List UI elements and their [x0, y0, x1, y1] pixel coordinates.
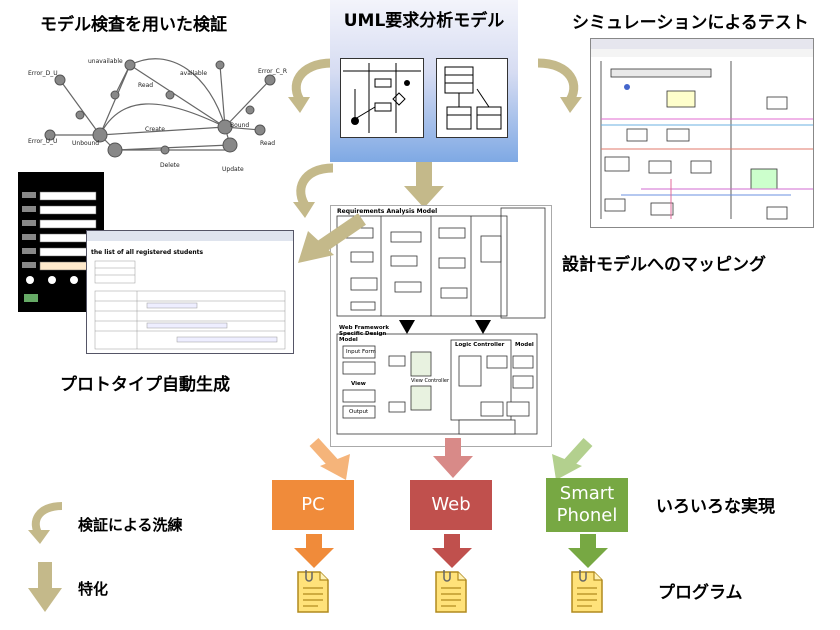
graph-node-label: unavailable — [88, 58, 123, 65]
legend-specialize-label: 特化 — [78, 580, 109, 598]
graph-node-label: Read — [260, 140, 275, 147]
state-graph: Error_D_U unavailable Read available Err… — [28, 58, 287, 173]
design-lower-title: Web Framework Specific Design Model — [339, 325, 389, 343]
target-smartphone: Smart Phonel — [546, 478, 628, 532]
legend-specialize-icon — [28, 562, 62, 612]
web-prototype-window: the list of all registered students — [86, 230, 294, 354]
arrow-phone-program — [568, 534, 608, 568]
design-model-diagram: Requirements Analysis Model — [330, 205, 552, 447]
legend-refine-icon — [28, 502, 63, 544]
legend-refine-label: 検証による洗練 — [78, 516, 183, 534]
label-design-mapping: 設計モデルへのマッピング — [562, 255, 766, 275]
graph-node-label: Read — [138, 82, 153, 89]
document-icon — [297, 570, 329, 613]
arrow-to-web — [433, 438, 473, 478]
refine-arrow-left — [288, 58, 333, 113]
graph-node-label: Error_C_R — [258, 68, 287, 75]
document-icon — [435, 570, 467, 613]
specialize-arrow-main — [404, 162, 444, 208]
graph-node-label: Create — [145, 126, 165, 133]
graph-node-label: available — [180, 70, 207, 77]
graph-node-label: Delete — [160, 162, 180, 169]
target-web: Web — [410, 480, 492, 530]
arrow-to-phone — [552, 437, 593, 480]
label-various-impl: いろいろな実現 — [656, 497, 775, 517]
label-prototype-gen: プロトタイプ自動生成 — [60, 375, 230, 395]
graph-node-label: Update — [222, 166, 244, 173]
refine-arrow-right — [537, 58, 582, 113]
prototype-heading: the list of all registered students — [91, 249, 204, 256]
model-title: Model — [515, 342, 534, 348]
view-controller-label: View Controller — [411, 378, 450, 384]
label-uml-model: UML要求分析モデル — [343, 11, 505, 31]
label-simulation-test: シミュレーションによるテスト — [572, 13, 809, 33]
uml-model-panel: UML要求分析モデル — [330, 0, 518, 162]
graph-node-label: Unbound — [72, 140, 99, 147]
target-pc: PC — [272, 480, 354, 530]
logic-controller-title: Logic Controller — [455, 342, 505, 348]
arrow-web-program — [432, 534, 472, 568]
label-model-check: モデル検査を用いた検証 — [40, 15, 227, 35]
label-program: プログラム — [658, 583, 743, 603]
graph-node-label: Error_D_U — [28, 70, 58, 77]
activity-diagram-thumb — [340, 58, 424, 138]
graph-node-label: Bound — [230, 122, 249, 129]
view-label: View — [351, 381, 366, 387]
refine-arrow-design — [293, 163, 334, 218]
input-form-label: Input Form — [346, 349, 376, 355]
document-icon — [571, 570, 603, 613]
class-diagram-thumb — [436, 58, 508, 138]
arrow-to-pc — [309, 437, 350, 480]
prototype-window-title — [87, 231, 293, 241]
specialize-arrow-prototype — [298, 213, 366, 263]
arrow-pc-program — [294, 534, 334, 568]
graph-node-label: Error_U_U — [28, 138, 57, 145]
simulation-screenshot — [590, 38, 814, 228]
requirements-model-title: Requirements Analysis Model — [337, 208, 438, 215]
output-label: Output — [349, 409, 369, 415]
